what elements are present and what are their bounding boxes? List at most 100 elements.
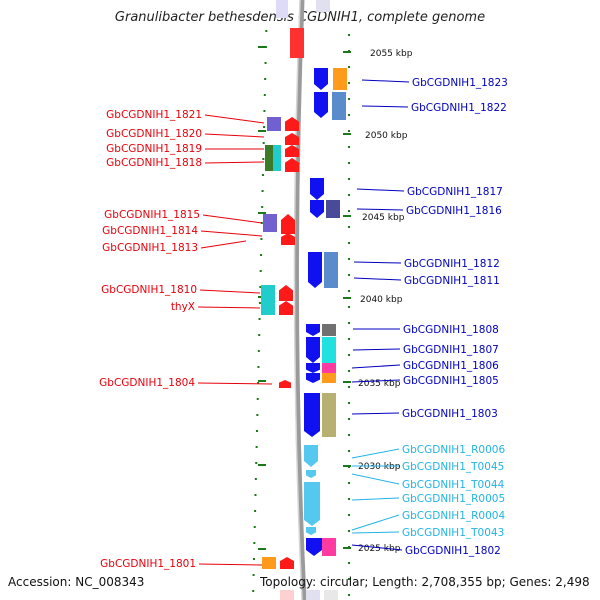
kbp-tick bbox=[343, 297, 351, 299]
guide-tick bbox=[265, 30, 268, 32]
cog-1821 bbox=[267, 117, 281, 131]
cog-1822 bbox=[332, 92, 346, 120]
guide-tick bbox=[255, 430, 258, 432]
gene-label-1805[interactable]: GbCGDNIH1_1805 bbox=[403, 375, 499, 387]
guide-tick bbox=[254, 510, 257, 512]
cds-1822 bbox=[314, 92, 328, 118]
gene-label-R0005[interactable]: GbCGDNIH1_R0005 bbox=[402, 493, 505, 505]
gene-label-T0043[interactable]: GbCGDNIH1_T0043 bbox=[402, 527, 504, 539]
cds-1820 bbox=[285, 133, 299, 145]
gene-label-R0004[interactable]: GbCGDNIH1_R0004 bbox=[402, 510, 505, 522]
guide-tick bbox=[348, 146, 350, 148]
guide-tick bbox=[253, 526, 256, 528]
right-gene-labels: GbCGDNIH1_1823 GbCGDNIH1_1822 GbCGDNIH1_… bbox=[351, 77, 508, 557]
guide-tick bbox=[257, 366, 260, 368]
guide-tick bbox=[252, 574, 255, 576]
gene-label-1808[interactable]: GbCGDNIH1_1808 bbox=[403, 324, 499, 336]
kbp-tick bbox=[343, 51, 351, 53]
cds-1803 bbox=[304, 393, 320, 437]
guide-tick bbox=[262, 158, 265, 160]
cog-1803 bbox=[322, 393, 336, 437]
guide-tick bbox=[348, 114, 350, 116]
gene-label-1815[interactable]: GbCGDNIH1_1815 bbox=[104, 209, 200, 221]
kbp-tick bbox=[258, 548, 266, 550]
cds-1817 bbox=[310, 178, 324, 200]
cog-1810 bbox=[261, 285, 275, 315]
gene-label-1803[interactable]: GbCGDNIH1_1803 bbox=[402, 408, 498, 420]
guide-tick bbox=[348, 594, 350, 596]
genome-backbone-highlight bbox=[293, 0, 303, 600]
guide-tick bbox=[348, 98, 350, 100]
guide-tick bbox=[348, 402, 350, 404]
guide-tick bbox=[261, 174, 264, 176]
kbp-tick bbox=[343, 381, 351, 383]
guide-tick bbox=[348, 530, 350, 532]
cds-1816 bbox=[310, 200, 324, 218]
guide-tick bbox=[348, 354, 350, 356]
tick-label-2035: 2035 kbp bbox=[358, 379, 401, 389]
gene-label-1817[interactable]: GbCGDNIH1_1817 bbox=[407, 186, 503, 198]
guide-tick bbox=[259, 270, 262, 272]
cog-1812-1811 bbox=[324, 252, 338, 288]
guide-tick bbox=[260, 254, 263, 256]
guide-tick bbox=[348, 306, 350, 308]
cds-1804 bbox=[279, 380, 291, 388]
gene-label-1821[interactable]: GbCGDNIH1_1821 bbox=[106, 109, 202, 121]
gene-label-1806[interactable]: GbCGDNIH1_1806 bbox=[403, 360, 499, 372]
cds-1805 bbox=[306, 373, 320, 383]
topology-summary: Topology: circular; Length: 2,708,355 bp… bbox=[260, 575, 590, 589]
gene-label-1823[interactable]: GbCGDNIH1_1823 bbox=[412, 77, 508, 89]
gene-label-1813[interactable]: GbCGDNIH1_1813 bbox=[102, 242, 198, 254]
feature-layer bbox=[261, 0, 347, 600]
gene-label-1804[interactable]: GbCGDNIH1_1804 bbox=[99, 377, 195, 389]
gene-label-R0006[interactable]: GbCGDNIH1_R0006 bbox=[402, 444, 505, 456]
gene-label-thyX[interactable]: thyX bbox=[171, 301, 195, 313]
guide-tick bbox=[348, 562, 350, 564]
gene-label-1819[interactable]: GbCGDNIH1_1819 bbox=[106, 143, 202, 155]
guide-tick bbox=[348, 482, 350, 484]
guide-tick bbox=[258, 318, 261, 320]
guide-tick bbox=[254, 494, 257, 496]
rna-leader-lines bbox=[351, 448, 400, 534]
guide-tick bbox=[261, 190, 264, 192]
cog-1819b bbox=[273, 145, 281, 171]
gene-label-1816[interactable]: GbCGDNIH1_1816 bbox=[406, 205, 502, 217]
gene-label-1818[interactable]: GbCGDNIH1_1818 bbox=[106, 157, 202, 169]
cog-1819a bbox=[265, 145, 273, 171]
left-leader-lines bbox=[197, 114, 273, 566]
gene-label-T0044[interactable]: GbCGDNIH1_T0044 bbox=[402, 479, 505, 491]
left-gene-labels: GbCGDNIH1_1821 GbCGDNIH1_1820 GbCGDNIH1_… bbox=[99, 109, 273, 570]
ring-guides bbox=[252, 30, 351, 596]
guide-tick bbox=[348, 194, 350, 196]
gene-label-1810[interactable]: GbCGDNIH1_1810 bbox=[101, 284, 197, 296]
cds-thyX bbox=[279, 301, 293, 315]
cds-1818 bbox=[285, 158, 299, 172]
cog-1815 bbox=[263, 214, 277, 232]
kbp-tick bbox=[343, 547, 351, 549]
guide-tick bbox=[257, 382, 260, 384]
cds-1823 bbox=[314, 68, 328, 90]
guide-tick bbox=[348, 514, 350, 516]
cds-bottom-faded bbox=[306, 590, 320, 600]
cds-top-red bbox=[290, 28, 304, 58]
gene-label-1822[interactable]: GbCGDNIH1_1822 bbox=[411, 102, 507, 114]
gene-label-1811[interactable]: GbCGDNIH1_1811 bbox=[404, 275, 500, 287]
cds-top-faded bbox=[276, 0, 288, 18]
guide-tick bbox=[262, 142, 265, 144]
gene-label-1820[interactable]: GbCGDNIH1_1820 bbox=[106, 128, 202, 140]
tick-label-2030: 2030 kbp bbox=[358, 462, 401, 472]
guide-tick bbox=[263, 94, 266, 96]
gene-label-1801[interactable]: GbCGDNIH1_1801 bbox=[100, 558, 196, 570]
guide-tick bbox=[263, 126, 266, 128]
gene-label-1802[interactable]: GbCGDNIH1_1802 bbox=[405, 545, 501, 557]
tick-label-2025: 2025 kbp bbox=[358, 544, 401, 554]
cds-1813 bbox=[281, 233, 295, 245]
gene-label-T0045[interactable]: GbCGDNIH1_T0045 bbox=[402, 461, 504, 473]
gene-label-1812[interactable]: GbCGDNIH1_1812 bbox=[404, 258, 500, 270]
gene-label-1814[interactable]: GbCGDNIH1_1814 bbox=[102, 225, 198, 237]
guide-tick bbox=[348, 386, 350, 388]
guide-tick bbox=[348, 162, 350, 164]
tick-label-2050: 2050 kbp bbox=[365, 131, 408, 141]
gene-label-1807[interactable]: GbCGDNIH1_1807 bbox=[403, 344, 499, 356]
